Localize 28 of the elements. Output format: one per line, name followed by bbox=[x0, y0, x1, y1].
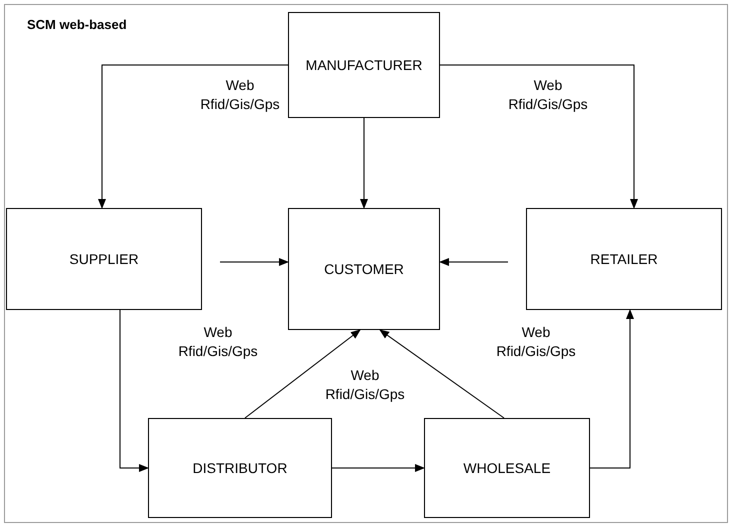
arrow bbox=[379, 329, 504, 418]
process-box bbox=[526, 208, 722, 310]
technology-note: Web Rfid/Gis/Gps bbox=[199, 76, 281, 114]
arrow bbox=[590, 309, 634, 468]
node-label: DISTRIBUTOR bbox=[192, 460, 288, 476]
node-label: CUSTOMER bbox=[324, 261, 404, 277]
node-label: WHOLESALE bbox=[463, 460, 551, 476]
arrow bbox=[440, 64, 638, 209]
arrow bbox=[360, 118, 368, 209]
node-label: SUPPLIER bbox=[69, 251, 139, 267]
diagram-title: SCM web-based bbox=[27, 17, 127, 32]
arrow bbox=[98, 64, 288, 209]
node-label: MANUFACTURER bbox=[306, 57, 422, 73]
technology-note: Web Rfid/Gis/Gps bbox=[507, 76, 589, 114]
technology-note: Web Rfid/Gis/Gps bbox=[324, 366, 406, 404]
arrow bbox=[244, 329, 361, 418]
process-box bbox=[6, 208, 202, 310]
process-box bbox=[288, 12, 440, 118]
process-box bbox=[424, 418, 590, 518]
node-label: RETAILER bbox=[590, 251, 658, 267]
process-box bbox=[288, 208, 440, 330]
arrow bbox=[120, 310, 149, 472]
technology-note: Web Rfid/Gis/Gps bbox=[495, 323, 577, 361]
process-box bbox=[148, 418, 332, 518]
technology-note: Web Rfid/Gis/Gps bbox=[177, 323, 259, 361]
arrow bbox=[220, 258, 289, 266]
arrow bbox=[439, 258, 508, 266]
arrow bbox=[332, 464, 425, 472]
